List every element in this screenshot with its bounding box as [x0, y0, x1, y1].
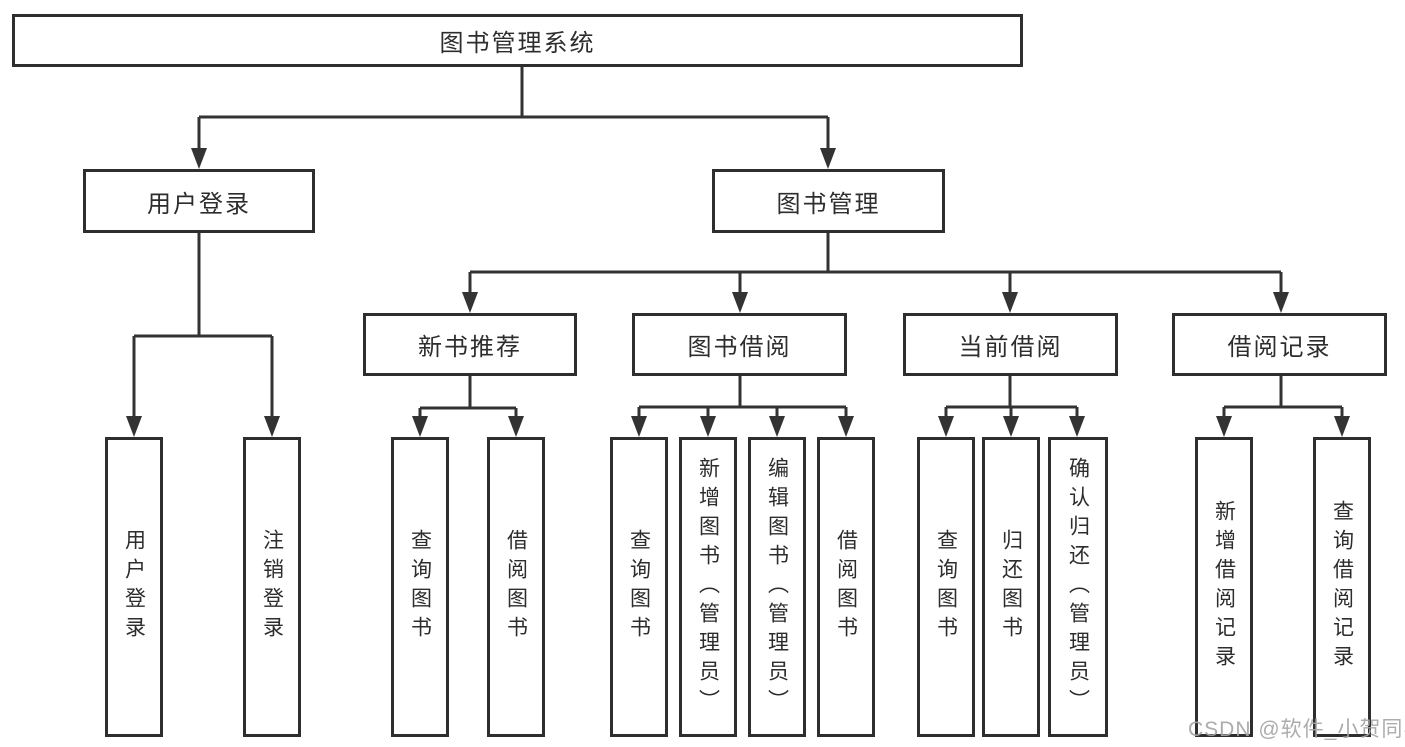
leaf-label: 新增借阅记录 [1212, 500, 1236, 674]
leaf-return-book: 归还图书 [982, 437, 1040, 737]
leaf-label: 编辑图书（管理员） [765, 456, 789, 718]
connector-book-management-to-level3 [468, 233, 1283, 294]
arrowheads [126, 148, 1350, 437]
leaf-add-borrow-record: 新增借阅记录 [1195, 437, 1253, 737]
node-current-borrow: 当前借阅 [903, 313, 1118, 376]
node-book-management: 图书管理 [712, 169, 945, 233]
leaf-label: 确认归还（管理员） [1066, 456, 1090, 718]
leaf-label: 查询图书 [627, 529, 651, 645]
node-user-login: 用户登录 [83, 169, 315, 233]
leaf-user-login: 用户登录 [105, 437, 163, 737]
leaf-label: 新增图书（管理员） [696, 456, 720, 718]
node-label: 图书借阅 [687, 334, 792, 361]
leaf-edit-book-admin: 编辑图书（管理员） [748, 437, 806, 737]
leaf-label: 借阅图书 [834, 529, 858, 645]
leaf-confirm-return-admin: 确认归还（管理员） [1048, 437, 1108, 737]
connector-borrow-record-to-leaves [1222, 376, 1344, 418]
leaf-query-borrow-record: 查询借阅记录 [1313, 437, 1371, 737]
leaf-logout: 注销登录 [243, 437, 301, 737]
node-book-borrow: 图书借阅 [632, 313, 847, 376]
csdn-watermark: CSDN @软件_小贺同学 [1188, 718, 1405, 741]
connector-current-borrow-to-leaves [944, 376, 1079, 418]
node-new-book-recommend: 新书推荐 [363, 313, 577, 376]
connector-user-login-to-leaves [132, 233, 274, 418]
leaf-query-book-current: 查询图书 [917, 437, 975, 737]
node-library-management-system: 图书管理系统 [12, 14, 1023, 67]
leaf-label: 用户登录 [122, 529, 146, 645]
leaf-label: 借阅图书 [504, 529, 528, 645]
leaf-borrow-book: 借阅图书 [817, 437, 875, 737]
connector-book-borrow-to-leaves [637, 376, 848, 418]
connector-new-book-recommend-to-leaves [418, 376, 518, 418]
node-borrow-record: 借阅记录 [1172, 313, 1387, 376]
leaf-label: 查询图书 [408, 529, 432, 645]
node-label: 借阅记录 [1227, 334, 1332, 361]
node-label: 新书推荐 [418, 334, 522, 361]
leaf-label: 查询图书 [934, 529, 958, 645]
connector-root-to-level2 [197, 67, 830, 150]
node-label: 图书管理 [776, 190, 881, 218]
node-label: 用户登录 [147, 190, 251, 218]
leaf-label: 归还图书 [999, 529, 1023, 645]
leaf-add-book-admin: 新增图书（管理员） [679, 437, 737, 737]
leaf-query-book-recommend: 查询图书 [391, 437, 449, 737]
leaf-borrow-book-recommend: 借阅图书 [487, 437, 545, 737]
node-label: 图书管理系统 [439, 30, 596, 57]
leaf-query-book-borrow: 查询图书 [610, 437, 668, 737]
leaf-label: 注销登录 [260, 529, 284, 645]
node-label: 当前借阅 [958, 334, 1063, 361]
leaf-label: 查询借阅记录 [1330, 500, 1354, 674]
